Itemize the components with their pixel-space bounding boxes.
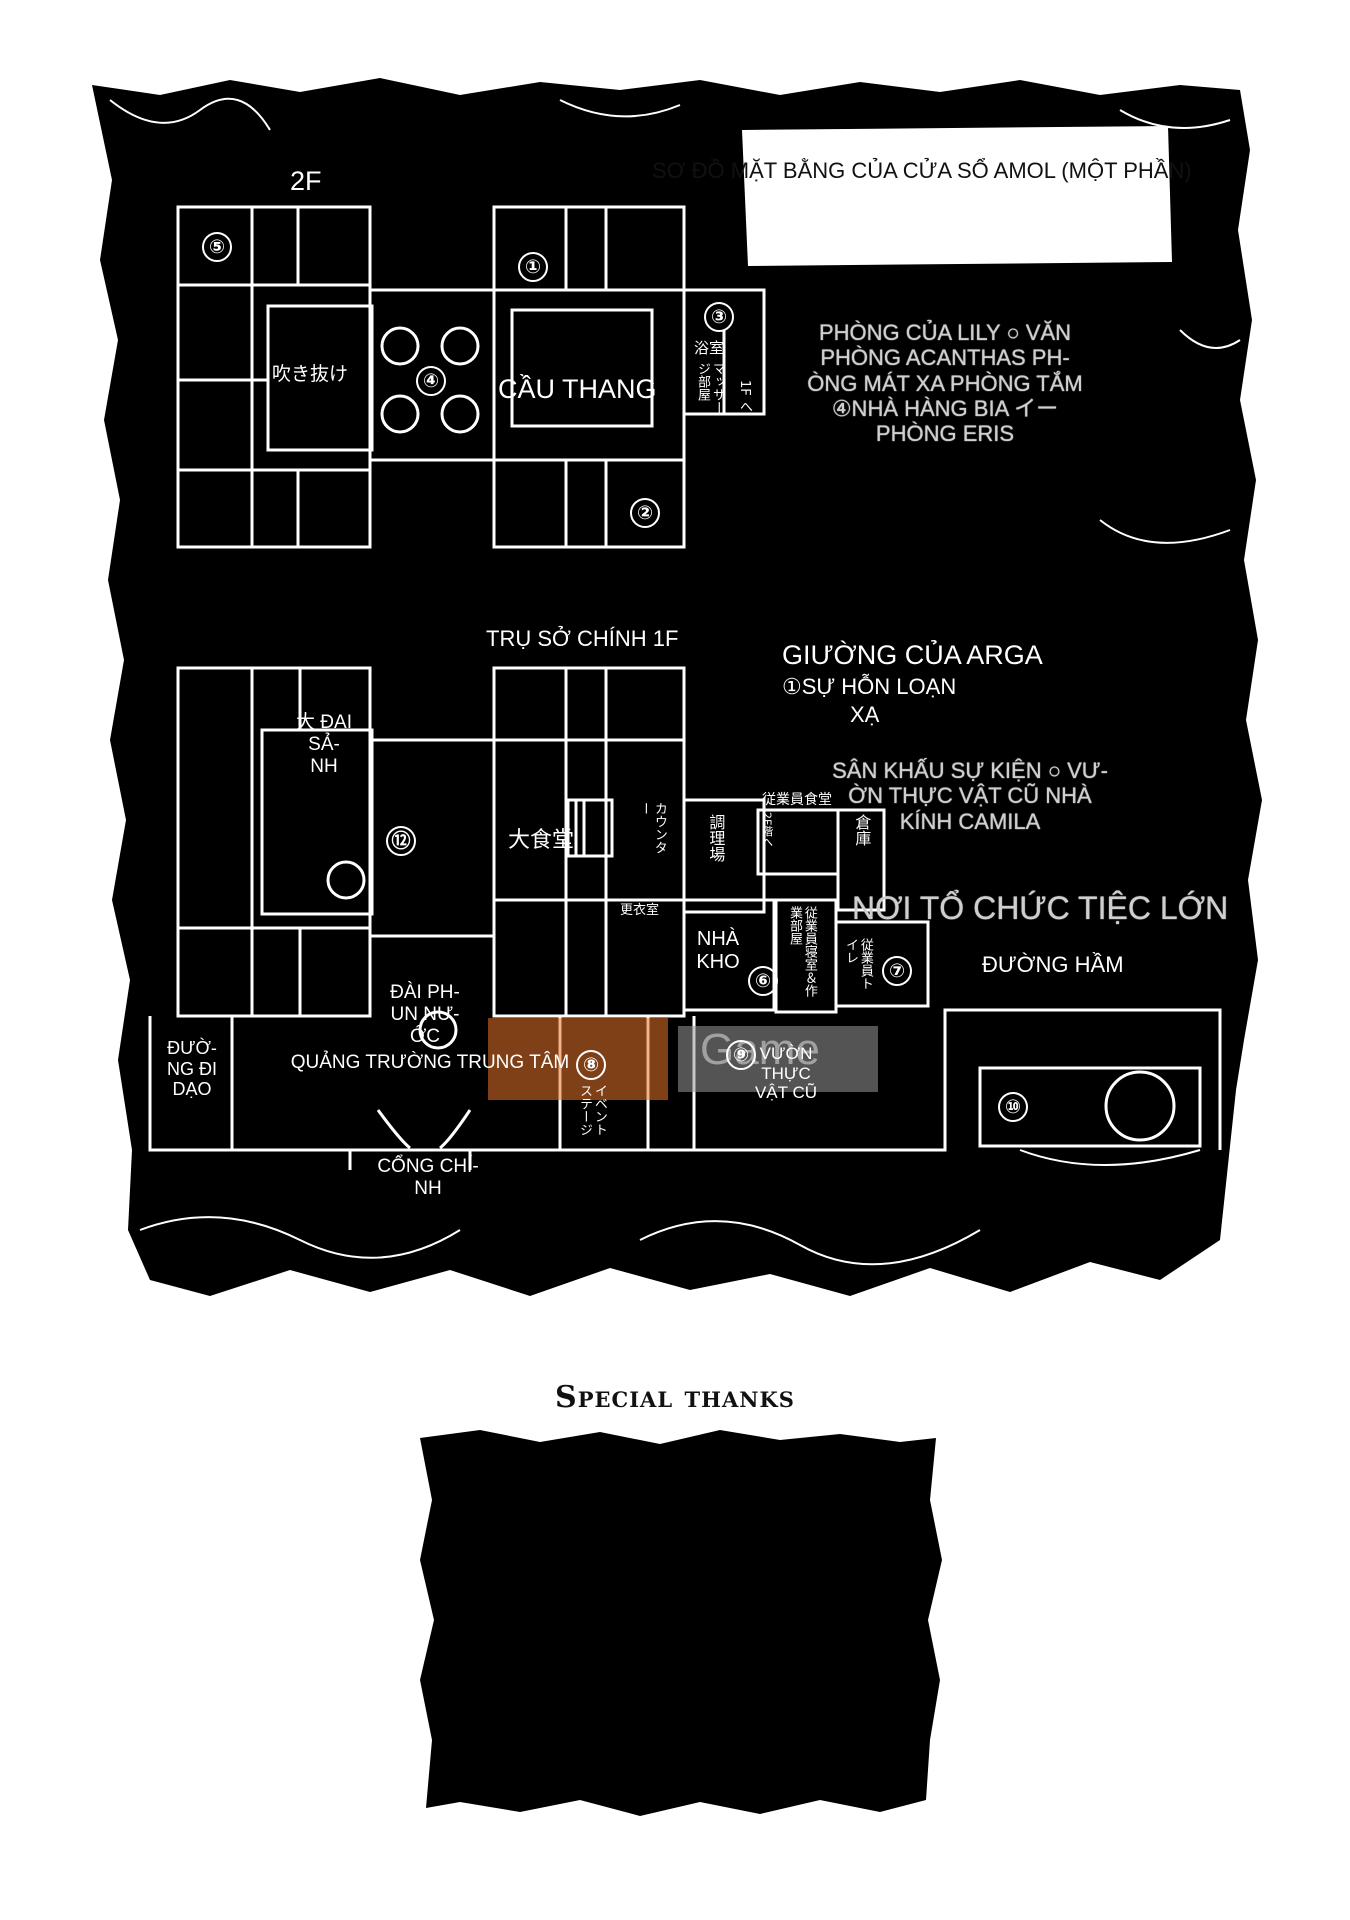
legend-upper: PHÒNG CỦA LILY ○ VĂN PHÒNG ACANTHAS PH-Ò…	[807, 320, 1083, 447]
party-venue-label: NƠI TỔ CHỨC TIỆC LỚN	[852, 890, 1229, 926]
watermark-text: Game	[700, 1025, 820, 1074]
plaza-label: QUẢNG TRƯỜNG TRUNG TÂM	[290, 1052, 570, 1073]
room-dining: 大食堂	[508, 828, 575, 853]
title-note-paper	[742, 126, 1172, 266]
promenade-label: ĐƯỜ-NG ĐI DẠO	[166, 1038, 217, 1100]
torn-map-paper	[92, 78, 1262, 1296]
marker-8: ⑧	[576, 1050, 606, 1080]
kitchen-label: 調理場	[706, 814, 726, 862]
floor-1f-title: TRỤ SỞ CHÍNH 1F	[486, 626, 679, 651]
legend-middle-line2: XẠ	[850, 702, 880, 727]
staff-toilet-label: 従業員トイレ	[842, 938, 873, 990]
room-stairs: CẦU THANG	[498, 374, 657, 404]
marker-7: ⑦	[882, 956, 912, 986]
old-garden-label: VƯỜN THỰC VẬT CŨ	[754, 1044, 818, 1103]
marker-1: ①	[518, 252, 548, 282]
room-warehouse: NHÀ KHO	[696, 928, 740, 973]
main-gate-label: CỔNG CHÍ-NH	[377, 1156, 479, 1199]
counter-label: カウンター	[636, 802, 667, 854]
torn-edge-scratches	[109, 97, 1241, 1266]
fountain-label: ĐÀI PH-UN NƯ-ỚC	[390, 982, 460, 1047]
marker-4: ④	[416, 366, 446, 396]
floor-2f-label: 2F	[290, 166, 322, 196]
marker-3: ③	[704, 302, 734, 332]
staff-room-label: 従業員寝室＆作業部屋	[786, 906, 817, 997]
staff-dining-label: 従業員食堂	[762, 792, 832, 808]
tunnel-label: ĐƯỜNG HẦM	[982, 952, 1124, 977]
event-stage-label: イベントステージ	[576, 1084, 607, 1136]
map-title: SƠ ĐỒ MẶT BẰNG CỦA CỬA SỔ AMOL (MỘT PHẦN…	[652, 158, 1192, 183]
marker-12: ⑫	[386, 826, 416, 856]
down-to-1f: 1F へ	[736, 380, 752, 413]
room-massage: マッサージ部屋	[694, 362, 725, 414]
room-atrium: 吹き抜け	[272, 363, 349, 385]
watermark-logo	[488, 1018, 878, 1100]
to-2f-label: 2F階へ	[760, 812, 774, 848]
marker-2: ②	[630, 498, 660, 528]
storage-kanji-label: 倉庫	[852, 814, 872, 846]
marker-5: ⑤	[202, 232, 232, 262]
plan-lines	[148, 205, 1222, 1170]
changing-room-label: 更衣室	[620, 903, 660, 918]
legend-middle-line1: ①SỰ HỖN LOẠN	[782, 674, 957, 699]
marker-10: ⑩	[998, 1092, 1028, 1122]
marker-6: ⑥	[748, 966, 778, 996]
special-thanks-heading: Special thanks	[555, 1380, 795, 1415]
room-great-hall: 大 ĐẠI SẢ-NH	[296, 712, 352, 777]
marker-9: ⑨	[726, 1040, 756, 1070]
legend-middle-title: GIƯỜNG CỦA ARGA	[782, 640, 1043, 670]
room-bath: 浴室	[694, 339, 725, 357]
legend-lower: SÂN KHẤU SỰ KIỆN ○ VƯ-ỜN THỰC VẬT CŨ NHÀ…	[832, 758, 1108, 834]
